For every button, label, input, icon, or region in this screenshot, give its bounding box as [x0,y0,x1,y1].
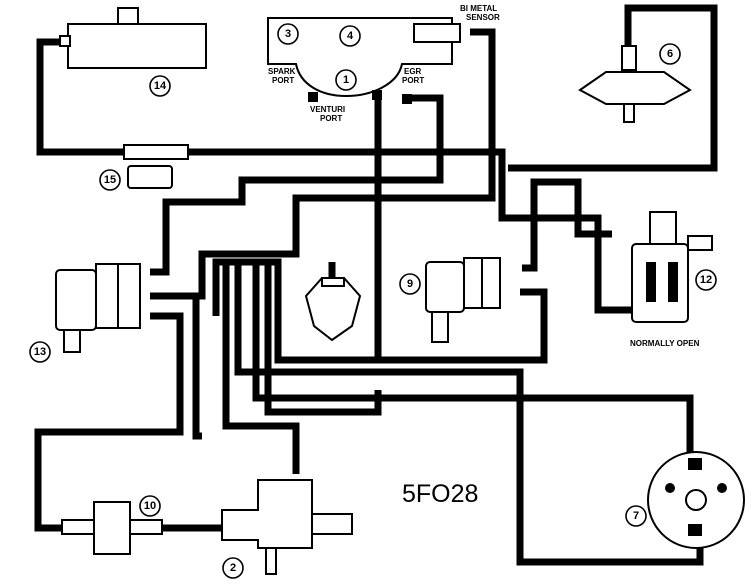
label-venturi-port-line1: VENTURI [310,105,345,114]
vacuum-hoses [34,4,718,566]
callout-4: 4 [339,25,361,47]
component-carburetor-body [267,17,461,104]
callout-3: 3 [277,23,299,45]
callout-15: 15 [99,169,121,191]
callout-10: 10 [139,495,161,517]
svg-text:13: 13 [34,346,46,358]
component-14-canister [59,7,207,69]
callout-9: 9 [399,273,421,295]
label-egr-port-line1: EGR [404,67,422,76]
label-spark-port-line1: SPARK [268,67,296,76]
svg-text:4: 4 [347,30,354,42]
callout-13: 13 [29,341,51,363]
callout-12: 12 [695,269,717,291]
callout-1: 1 [335,69,357,91]
component-2-assembly [221,479,353,575]
component-15-valve [123,144,189,189]
component-6-diaphragm [578,45,692,123]
svg-text:14: 14 [154,80,167,92]
distributor [304,277,362,342]
component-7-valve [647,451,745,549]
svg-text:3: 3 [285,28,291,40]
svg-text:2: 2 [230,562,236,574]
callout-14: 14 [149,75,171,97]
svg-text:10: 10 [144,500,156,512]
component-13-valve [55,263,141,353]
component-12-solenoid [631,211,713,323]
component-10-valve [61,501,163,555]
label-egr-port-line2: PORT [402,76,424,85]
svg-text:15: 15 [104,174,116,186]
svg-text:1: 1 [343,74,349,86]
svg-text:12: 12 [700,274,712,286]
component-9-valve [425,257,501,343]
callout-2: 2 [222,557,244,579]
callout-7: 7 [625,505,647,527]
label-spark-port-line2: PORT [272,76,294,85]
svg-text:7: 7 [633,510,639,522]
label-normally-open: NORMALLY OPEN [630,339,700,348]
callout-6: 6 [659,43,681,65]
svg-text:6: 6 [667,48,673,60]
label-bimetal-sensor-line1: BI METAL [460,4,497,13]
label-bimetal-sensor-line2: SENSOR [466,13,500,22]
label-venturi-port-line2: PORT [320,114,342,123]
diagram-code: 5FO28 [402,480,478,508]
svg-text:9: 9 [407,278,413,290]
port-labels: BI METAL SENSOR SPARK PORT EGR PORT VENT… [268,4,700,348]
